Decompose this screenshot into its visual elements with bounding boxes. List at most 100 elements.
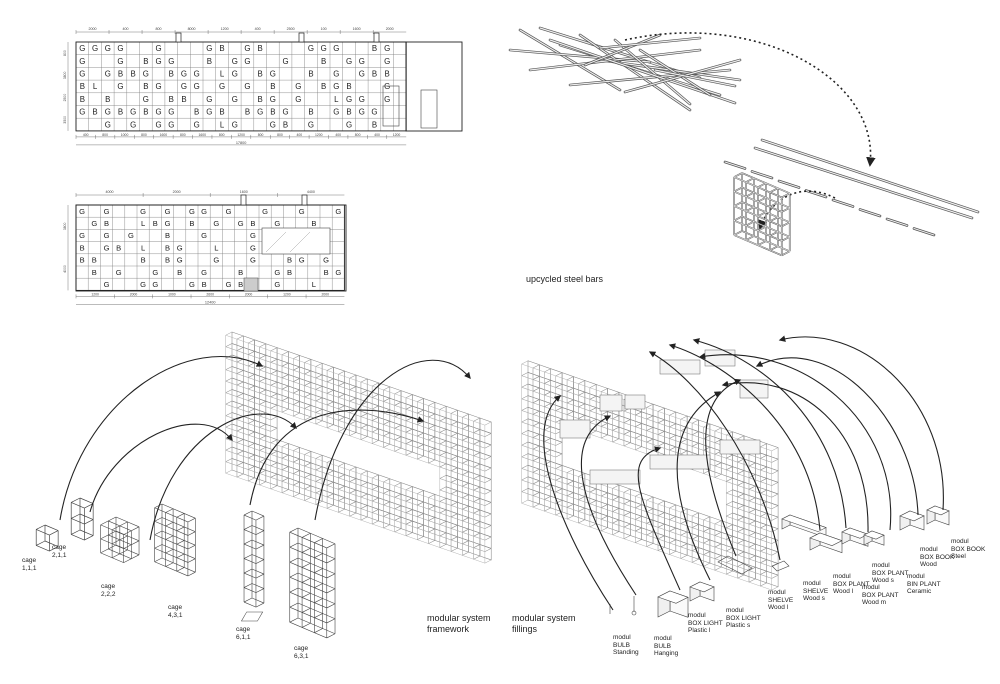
grid-letter: G	[323, 256, 329, 265]
dim-text: 400	[374, 133, 380, 137]
grid-letter: B	[165, 231, 170, 240]
framework-isometric	[225, 331, 492, 564]
grid-letter: G	[128, 231, 134, 240]
grid-letter: B	[80, 256, 85, 265]
grid-letter: G	[262, 207, 268, 216]
grid-letter: B	[270, 82, 275, 91]
cage-label-631: cage 6,3,1	[294, 645, 309, 660]
grid-letter: B	[385, 70, 390, 79]
dim-text: 800	[258, 133, 264, 137]
dim-text: 1200	[283, 292, 291, 296]
assembly-arc	[778, 335, 944, 511]
assembly-arc	[637, 446, 681, 591]
dim-text: 2500	[287, 27, 295, 31]
cage-1-1-1	[35, 524, 59, 552]
grid-letter: B	[238, 280, 243, 289]
grid-letter: G	[333, 108, 339, 117]
grid-letter: G	[308, 120, 314, 129]
grid-letter: G	[140, 207, 146, 216]
dim-text: 1000	[168, 292, 176, 296]
cage-4-3-1	[154, 503, 196, 577]
grid-letter: G	[335, 268, 341, 277]
assembly-arc	[59, 356, 264, 521]
dim-text: 2000	[321, 292, 329, 296]
grid-letter: G	[155, 57, 161, 66]
modul-label-boxbook-steel: modul BOX BOOK Steel	[951, 538, 986, 560]
grid-letter: L	[220, 120, 225, 129]
assembly-arc	[648, 351, 781, 561]
grid-letter: G	[155, 44, 161, 53]
grid-letter: B	[258, 95, 263, 104]
dim-text: 1200	[221, 27, 229, 31]
grid-letter: B	[287, 256, 292, 265]
grid-letter: B	[324, 268, 329, 277]
grid-letter: G	[384, 82, 390, 91]
grid-letter: B	[80, 95, 85, 104]
dim-text: 3800	[63, 71, 67, 79]
grid-letter: G	[384, 44, 390, 53]
process-arrow	[758, 190, 836, 230]
grid-letter: G	[168, 120, 174, 129]
filling-box	[649, 454, 711, 470]
grid-letter: G	[181, 70, 187, 79]
grid-letter: G	[143, 70, 149, 79]
grid-letter: G	[282, 57, 288, 66]
dim-text: 800	[355, 133, 361, 137]
grid-letter: G	[168, 108, 174, 117]
dim-text: 800	[180, 133, 186, 137]
grid-letter: G	[117, 82, 123, 91]
grid-letter: B	[372, 120, 377, 129]
dim-text: 1600	[353, 27, 361, 31]
grid-letter: B	[346, 108, 351, 117]
grid-letter: G	[274, 219, 280, 228]
grid-letter: G	[321, 44, 327, 53]
grid-letter: B	[194, 108, 199, 117]
filling-modules	[240, 505, 950, 622]
grid-letter: L	[312, 280, 316, 289]
cage-label-222: cage 2,2,2	[101, 583, 116, 598]
framework-caption: modular system framework	[427, 613, 491, 634]
grid-letter: G	[335, 207, 341, 216]
dim-text: 2000	[245, 292, 253, 296]
dim-text: 1200	[91, 292, 99, 296]
dim-text: 800	[156, 27, 162, 31]
grid-letter: B	[153, 219, 158, 228]
grid-letter: B	[308, 70, 313, 79]
dim-text: 3500	[63, 116, 67, 124]
grid-letter: G	[213, 256, 219, 265]
dim-text: 800	[63, 50, 67, 56]
dim-text: 400	[297, 133, 303, 137]
assembly-arc	[314, 359, 471, 521]
grid-letter: B	[165, 243, 170, 252]
grid-letter: G	[232, 120, 238, 129]
grid-letter: B	[143, 57, 148, 66]
grid-letter: G	[250, 256, 256, 265]
grid-letter: G	[282, 108, 288, 117]
assembly-arc	[249, 409, 425, 506]
box-plant-large	[809, 532, 843, 554]
grid-letter: G	[359, 95, 365, 104]
dim-text: 1200	[393, 133, 401, 137]
cage-wall-small	[733, 172, 791, 257]
box-plant-small	[863, 530, 885, 546]
grid-letter: G	[104, 280, 110, 289]
grid-letter: G	[140, 280, 146, 289]
grid-letter: B	[308, 108, 313, 117]
grid-letter: B	[372, 70, 377, 79]
grid-letter: G	[152, 268, 158, 277]
modul-label-binplant: modul BIN PLANT Ceramic	[907, 573, 941, 595]
grid-letter: G	[168, 57, 174, 66]
grid-letter: G	[189, 207, 195, 216]
grid-letter: G	[79, 207, 85, 216]
grid-letter: G	[371, 108, 377, 117]
grid-letter: G	[299, 256, 305, 265]
grid-letter: L	[93, 82, 98, 91]
grid-letter: G	[143, 95, 149, 104]
assembly-arc	[149, 413, 297, 541]
grid-letter: L	[141, 219, 145, 228]
grid-letter: G	[177, 256, 183, 265]
grid-letter: B	[118, 70, 123, 79]
grid-letter: B	[219, 108, 224, 117]
grid-letter: G	[177, 243, 183, 252]
